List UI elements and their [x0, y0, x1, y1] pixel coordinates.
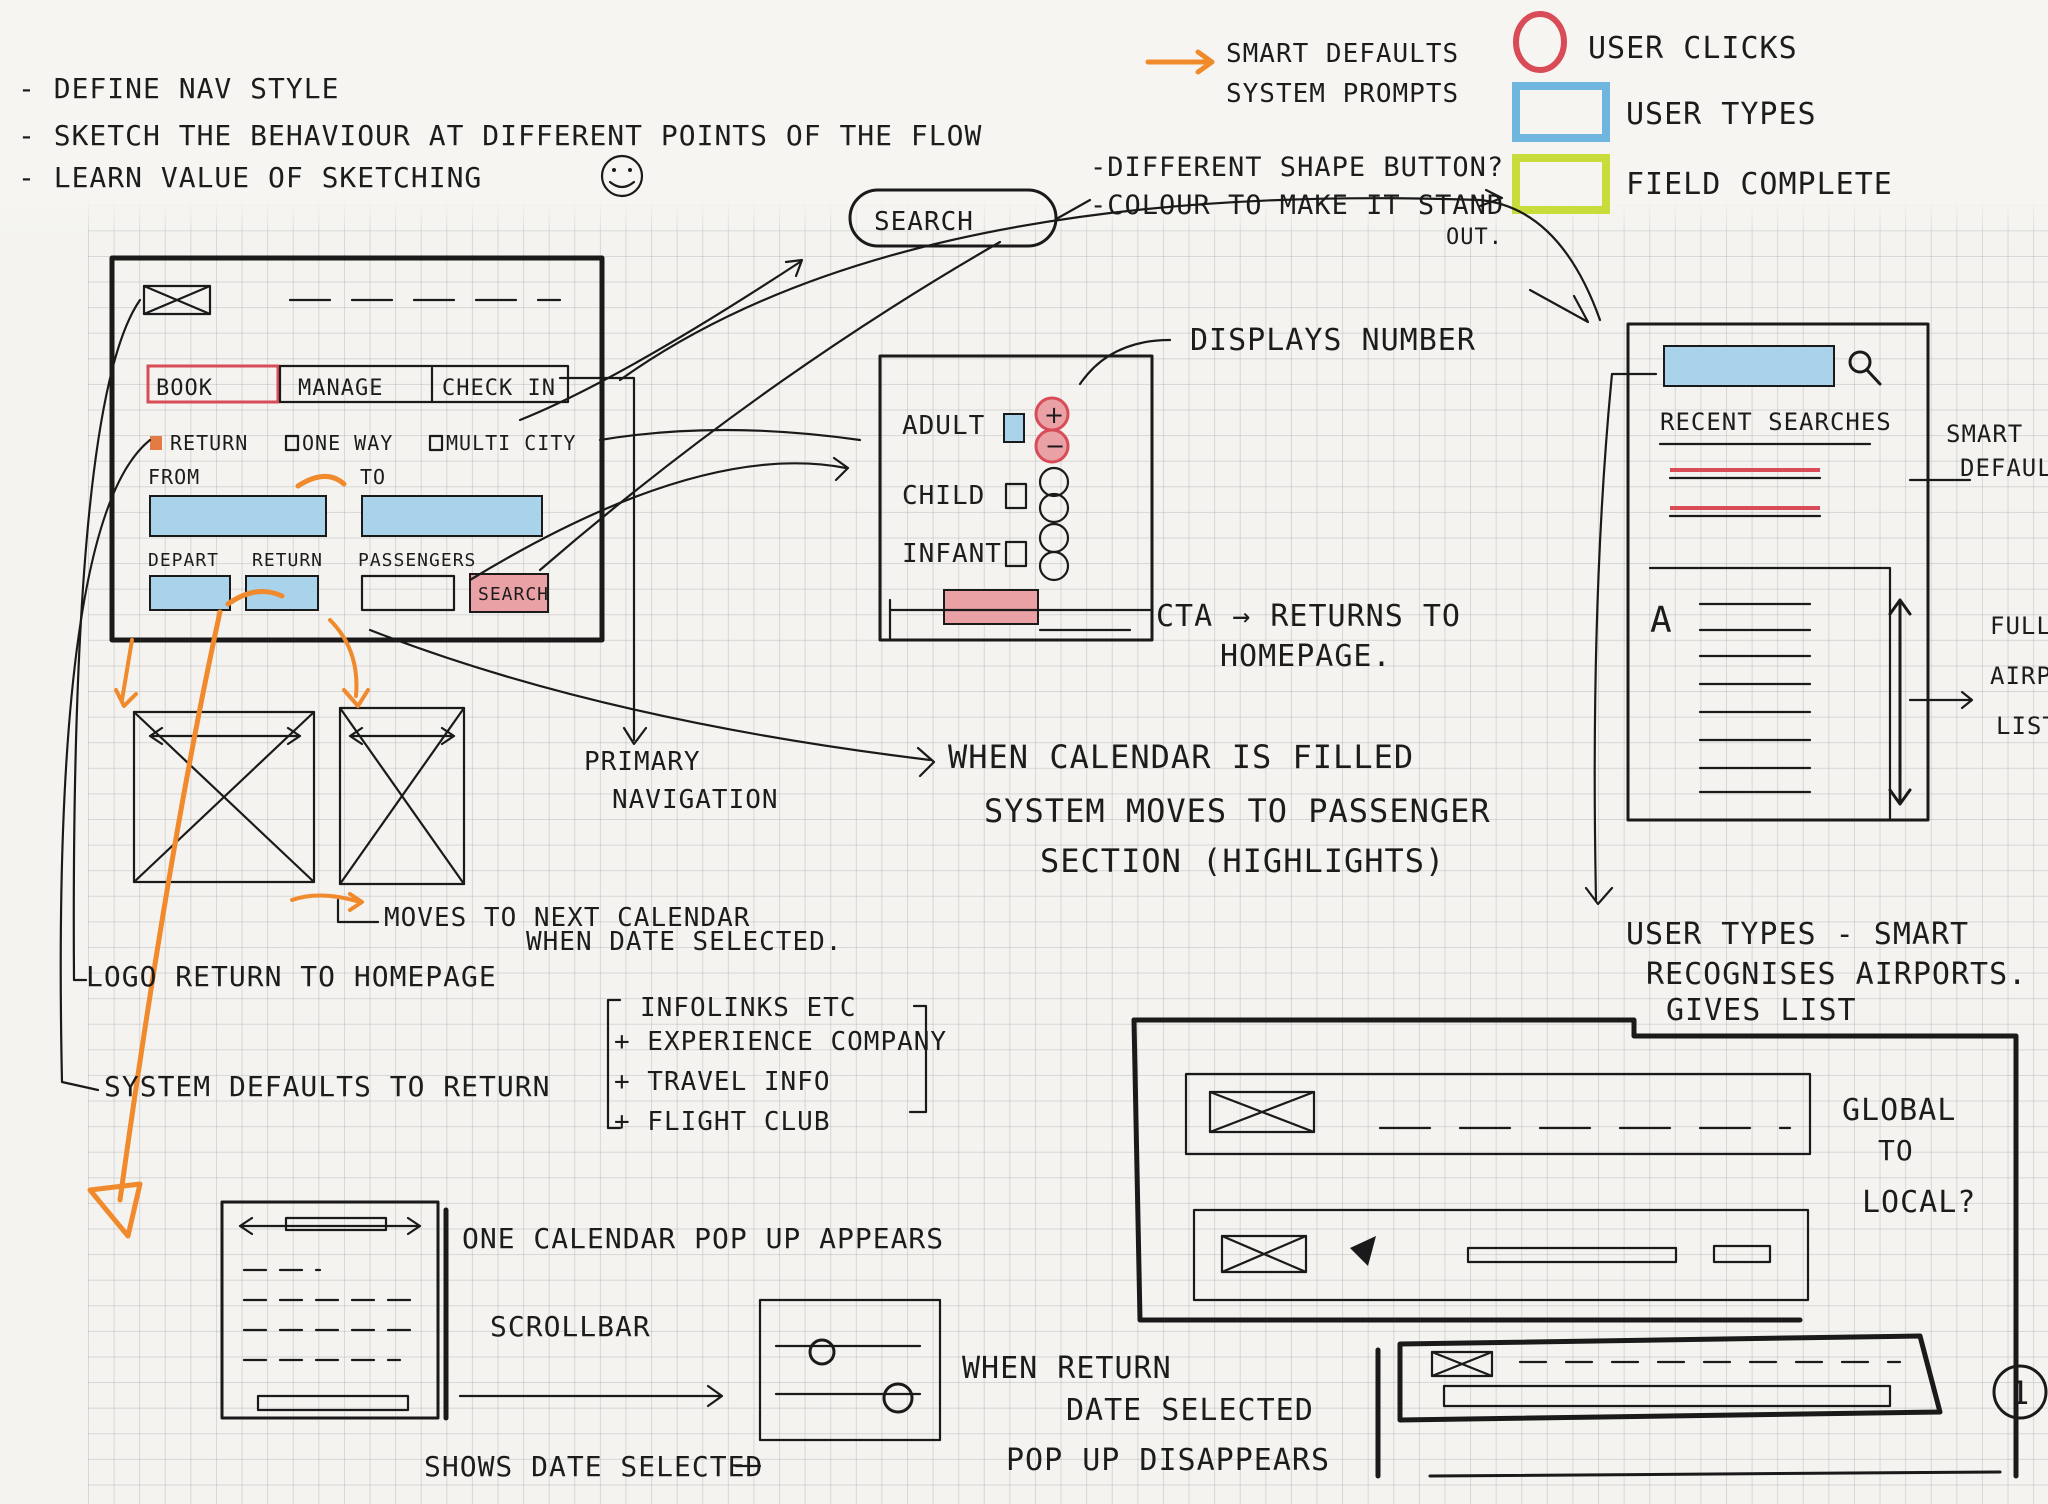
system-defaults-note: SYSTEM DEFAULTS TO RETURN	[104, 1070, 550, 1103]
full-list-3: LIST	[1996, 712, 2048, 740]
logo-placeholder-icon	[1208, 1090, 1316, 1134]
user-types-note-3: GIVES LIST	[1666, 993, 1857, 1028]
legend-field-complete: FIELD COMPLETE	[1626, 167, 1893, 202]
legend-user-types: USER TYPES	[1626, 97, 1817, 132]
label-depart: DEPART	[148, 550, 219, 571]
next-calendar-2: WHEN DATE SELECTED.	[526, 927, 842, 957]
goal-sketch-behaviour: - SKETCH THE BEHAVIOUR AT DIFFERENT POIN…	[18, 119, 982, 152]
return-date-note-3: POP UP DISAPPEARS	[1006, 1443, 1330, 1478]
search-icon	[1848, 350, 1882, 386]
user-types-note-2: RECOGNISES AIRPORTS.	[1646, 957, 2027, 992]
scrollbar-note: SCROLLBAR	[490, 1310, 651, 1343]
search-pill-label: SEARCH	[874, 207, 974, 237]
smart-default-side-2: DEFAULT	[1960, 454, 2048, 482]
full-list-1: FULL	[1990, 612, 2048, 640]
logo-return-note: LOGO RETURN TO HOMEPAGE	[86, 960, 497, 993]
goal-learn-value: - LEARN VALUE OF SKETCHING	[18, 161, 482, 194]
label-child: CHILD	[902, 481, 985, 511]
label-to: TO	[360, 465, 386, 489]
label-infant: INFANT	[902, 539, 1002, 569]
infolinks-list: INFOLINKS ETC + EXPERIENCE COMPANY + TRA…	[606, 993, 947, 1137]
passenger-sketch: ADULT CHILD INFANT + −	[878, 354, 1154, 642]
search-note: SEARCH -DIFFERENT SHAPE BUTTON? -COLOUR …	[848, 152, 1504, 250]
plane-icon	[1350, 1236, 1376, 1266]
label-passengers: PASSENGERS	[358, 550, 476, 571]
shows-date-note: SHOWS DATE SELECTED	[424, 1450, 763, 1483]
paper-margin	[0, 0, 88, 1504]
calendar-filled-1: WHEN CALENDAR IS FILLED	[948, 738, 1414, 776]
page-number: 1	[2010, 1374, 2029, 1412]
stepper-icons: + −	[1034, 396, 1070, 582]
return-date-note-1: WHEN RETURN	[962, 1351, 1172, 1386]
label-from: FROM	[148, 465, 200, 489]
field-complete-box-icon	[1512, 154, 1610, 214]
search-note-line2: -COLOUR TO MAKE IT STAND	[1090, 190, 1504, 221]
logo-placeholder-icon	[1220, 1234, 1308, 1274]
label-adult: ADULT	[902, 411, 985, 441]
passenger-frame	[878, 354, 1154, 642]
user-clicks-circle-icon	[1513, 11, 1567, 73]
radio-one-way: ONE WAY	[302, 431, 393, 455]
note-displays-number: DISPLAYS NUMBER	[1190, 323, 1476, 358]
search-note-line3: OUT.	[1446, 225, 1503, 250]
letter-a: A	[1650, 600, 1673, 641]
primary-nav-2: NAVIGATION	[612, 785, 779, 815]
airport-search-sketch: RECENT SEARCHES A	[1626, 322, 1974, 822]
travel-info-item: + TRAVEL INFO	[614, 1067, 831, 1097]
calendar-popup-sketch	[220, 1200, 942, 1468]
goals-list: - DEFINE NAV STYLE - SKETCH THE BEHAVIOU…	[18, 72, 982, 198]
global-note-2: TO	[1878, 1134, 1914, 1167]
logo-placeholder-icon	[142, 284, 212, 316]
orange-flow-arrow	[87, 609, 223, 1239]
legend-system-prompts: SYSTEM PROMPTS	[1226, 79, 1459, 109]
tab-checkin: CHECK IN	[442, 376, 556, 401]
homepage-frame	[109, 255, 605, 643]
homepage-sketch: BOOK MANAGE CHECK IN RETURN ONE WAY MULT…	[109, 255, 605, 643]
flight-club-item: + FLIGHT CLUB	[614, 1107, 831, 1137]
note-cta-1: CTA → RETURNS TO	[1156, 599, 1461, 634]
paper-top	[0, 0, 2048, 236]
note-cta-2: HOMEPAGE.	[1220, 639, 1392, 674]
infolinks-item: INFOLINKS ETC	[640, 993, 857, 1023]
calendar-popup-note: ONE CALENDAR POP UP APPEARS	[462, 1222, 944, 1255]
calendar-filled-3: SECTION (HIGHLIGHTS)	[1040, 842, 1445, 880]
search-pill	[848, 188, 1058, 248]
radio-return: RETURN	[170, 431, 248, 455]
calendar-filled-2: SYSTEM MOVES TO PASSENGER	[984, 792, 1491, 830]
smiley-icon	[600, 154, 644, 198]
global-note-1: GLOBAL	[1842, 1093, 1956, 1128]
nav-style-sketch: GLOBAL TO LOCAL? 1	[1131, 1017, 2048, 1479]
next-calendar-1: MOVES TO NEXT CALENDAR	[384, 903, 750, 933]
primary-nav-1: PRIMARY	[584, 747, 701, 777]
legend: SMART DEFAULTS SYSTEM PROMPTS USER CLICK…	[1145, 11, 1893, 214]
airport-frame	[1626, 322, 1930, 822]
user-types-note-1: USER TYPES - SMART	[1626, 917, 1969, 952]
calendar-placeholders	[114, 618, 466, 912]
smart-default-side-1: SMART	[1946, 420, 2023, 448]
svg-text:+: +	[1044, 401, 1064, 429]
user-types-box-icon	[1512, 82, 1610, 142]
global-note-3: LOCAL?	[1862, 1185, 1976, 1220]
legend-smart-defaults: SMART DEFAULTS	[1226, 39, 1459, 69]
experience-item: + EXPERIENCE COMPANY	[614, 1027, 947, 1057]
full-list-2: AIRP	[1990, 662, 2048, 690]
return-date-note-2: DATE SELECTED	[1066, 1393, 1314, 1428]
legend-user-clicks: USER CLICKS	[1588, 31, 1798, 66]
recent-searches-label: RECENT SEARCHES	[1660, 408, 1892, 436]
search-note-line1: -DIFFERENT SHAPE BUTTON?	[1090, 152, 1504, 183]
label-return: RETURN	[252, 550, 323, 571]
radio-multi-city: MULTI CITY	[446, 431, 576, 455]
search-button-sketch: SEARCH	[478, 584, 549, 605]
tab-book: BOOK	[156, 376, 213, 401]
goal-nav-style: - DEFINE NAV STYLE	[18, 72, 339, 105]
svg-text:−: −	[1045, 432, 1065, 460]
tab-manage: MANAGE	[298, 376, 383, 401]
